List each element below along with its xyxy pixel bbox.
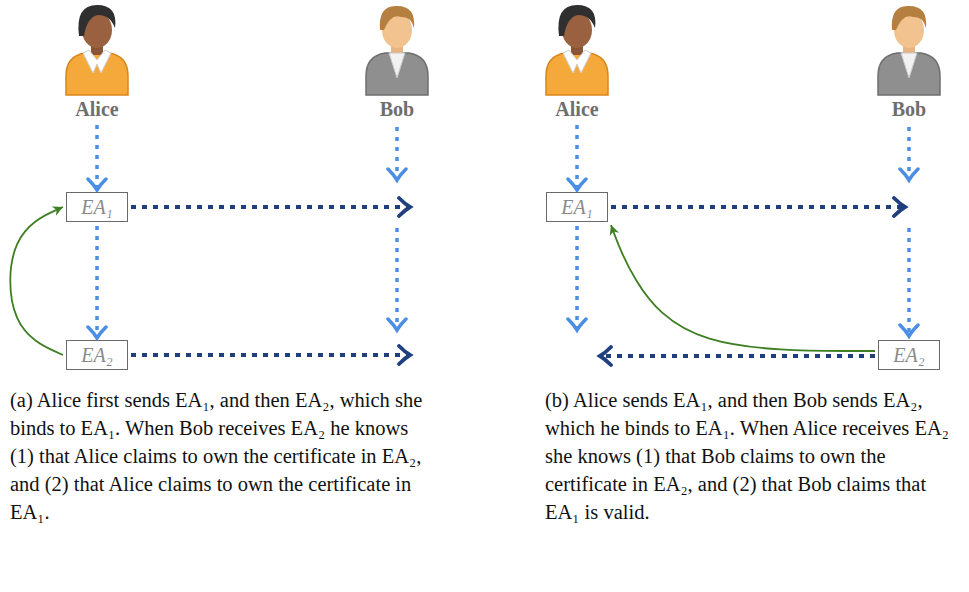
timeline-arrow [95,125,99,190]
person-icon [66,5,128,95]
timeline-arrow [395,127,399,180]
timeline-arrow [575,226,579,330]
message-arrow [131,205,410,209]
timeline-arrow [907,127,911,180]
person-icon [878,6,940,95]
person-hair [558,5,595,36]
message-label: EA₁ [561,195,592,219]
actor-name: Bob [888,97,931,121]
timeline-arrow [575,125,579,190]
person-collar [83,50,111,73]
timeline-arrow [95,226,99,338]
message-box: EA₂ [878,340,940,370]
actor-node: Bob [376,97,419,121]
message-label: EA₂ [81,343,112,367]
message-arrow [600,354,875,358]
person-hair [380,6,414,30]
message-box: EA₂ [66,340,128,370]
message-box: EA₁ [546,192,608,222]
actor-name: Bob [376,97,419,121]
timeline-arrow [907,228,911,336]
person-icon [546,5,608,95]
message-arrow [611,205,905,209]
actor-name: Alice [71,97,123,121]
person-hair [892,6,926,30]
person-collar [563,50,591,73]
figure-caption: (a) Alice first sends EA₁, and then EA₂,… [10,386,430,526]
person-hair [78,5,115,36]
person-body [878,53,940,95]
actor-node: Bob [888,97,931,121]
person-shirt [389,53,405,78]
message-label: EA₂ [893,343,924,367]
actor-name: Alice [551,97,603,121]
message-arrow [131,353,410,357]
person-body [366,53,428,95]
person-shirt [901,53,917,78]
actor-node: Alice [71,97,123,121]
person-icon [366,6,428,95]
message-label: EA₁ [81,195,112,219]
binding-arrow [10,207,63,355]
actor-node: Alice [551,97,603,121]
timeline-arrow [395,228,399,330]
binding-arrow [611,225,875,351]
message-box: EA₁ [66,192,128,222]
figure-caption: (b) Alice sends EA₁, and then Bob sends … [545,386,963,526]
